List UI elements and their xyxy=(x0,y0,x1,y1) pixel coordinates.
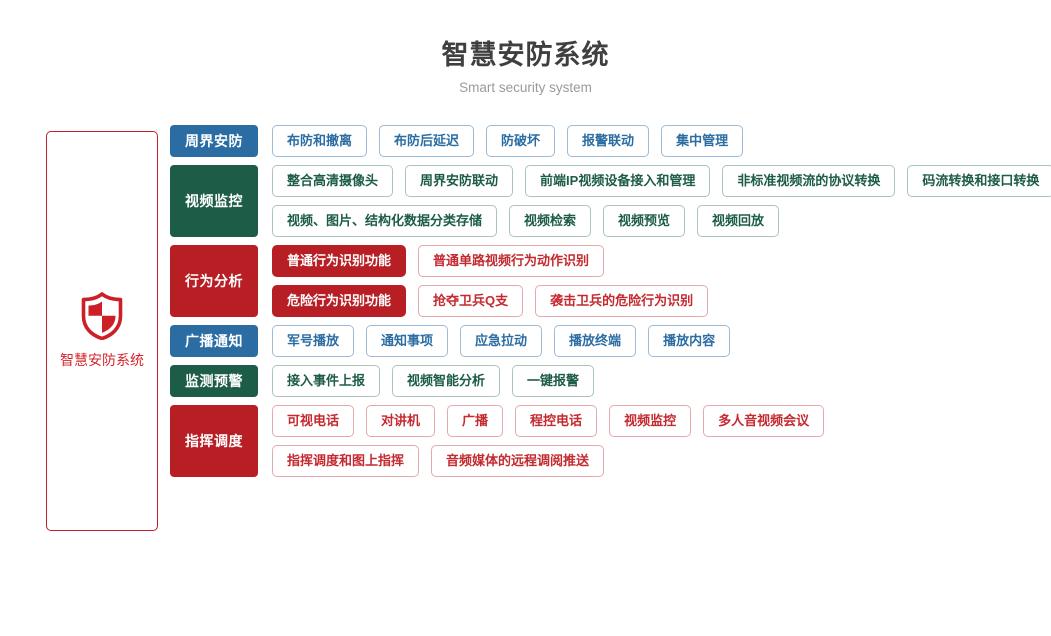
feature-chip[interactable]: 整合高清摄像头 xyxy=(272,165,394,197)
category-group: 行为分析普通行为识别功能普通单路视频行为动作识别危险行为识别功能抢夺卫兵Q支袭击… xyxy=(170,245,1051,317)
category-group: 监测预警接入事件上报视频智能分析一键报警 xyxy=(170,365,1051,397)
feature-chip[interactable]: 普通行为识别功能 xyxy=(272,245,407,277)
feature-chip[interactable]: 播放内容 xyxy=(648,325,731,357)
category-group: 广播通知军号播放通知事项应急拉动播放终端播放内容 xyxy=(170,325,1051,357)
feature-chip[interactable]: 非标准视频流的协议转换 xyxy=(722,165,896,197)
feature-chip[interactable]: 视频、图片、结构化数据分类存储 xyxy=(272,205,498,237)
feature-chip[interactable]: 周界安防联动 xyxy=(405,165,514,197)
category-block[interactable]: 指挥调度 xyxy=(170,405,258,477)
category-items: 军号播放通知事项应急拉动播放终端播放内容 xyxy=(258,325,1051,357)
item-row: 接入事件上报视频智能分析一键报警 xyxy=(272,365,1051,397)
category-items: 整合高清摄像头周界安防联动前端IP视频设备接入和管理非标准视频流的协议转换码流转… xyxy=(258,165,1051,237)
feature-chip[interactable]: 通知事项 xyxy=(366,325,449,357)
feature-chip[interactable]: 程控电话 xyxy=(515,405,598,437)
feature-chip[interactable]: 一键报警 xyxy=(512,365,595,397)
feature-chip[interactable]: 视频预览 xyxy=(603,205,686,237)
category-group: 周界安防布防和撤离布防后延迟防破坏报警联动集中管理 xyxy=(170,125,1051,157)
category-block[interactable]: 广播通知 xyxy=(170,325,258,357)
feature-chip[interactable]: 军号播放 xyxy=(272,325,355,357)
page-title: 智慧安防系统 xyxy=(441,40,610,70)
category-items: 可视电话对讲机广播程控电话视频监控多人音视频会议指挥调度和图上指挥音频媒体的远程… xyxy=(258,405,1051,477)
feature-chip[interactable]: 播放终端 xyxy=(554,325,637,357)
category-items: 布防和撤离布防后延迟防破坏报警联动集中管理 xyxy=(258,125,1051,157)
feature-chip[interactable]: 可视电话 xyxy=(272,405,355,437)
item-row: 危险行为识别功能抢夺卫兵Q支袭击卫兵的危险行为识别 xyxy=(272,285,1051,317)
category-group: 视频监控整合高清摄像头周界安防联动前端IP视频设备接入和管理非标准视频流的协议转… xyxy=(170,165,1051,237)
feature-chip[interactable]: 广播 xyxy=(447,405,504,437)
shield-icon xyxy=(80,292,124,341)
feature-chip[interactable]: 视频监控 xyxy=(609,405,692,437)
feature-chip[interactable]: 接入事件上报 xyxy=(272,365,381,397)
feature-chip[interactable]: 视频回放 xyxy=(697,205,780,237)
category-list: 周界安防布防和撤离布防后延迟防破坏报警联动集中管理视频监控整合高清摄像头周界安防… xyxy=(170,125,1051,485)
feature-chip[interactable]: 码流转换和接口转换 xyxy=(907,165,1051,197)
category-items: 普通行为识别功能普通单路视频行为动作识别危险行为识别功能抢夺卫兵Q支袭击卫兵的危… xyxy=(258,245,1051,317)
feature-chip[interactable]: 集中管理 xyxy=(661,125,744,157)
feature-chip[interactable]: 防破坏 xyxy=(486,125,556,157)
feature-chip[interactable]: 应急拉动 xyxy=(460,325,543,357)
category-items: 接入事件上报视频智能分析一键报警 xyxy=(258,365,1051,397)
category-block[interactable]: 监测预警 xyxy=(170,365,258,397)
feature-chip[interactable]: 报警联动 xyxy=(567,125,650,157)
feature-chip[interactable]: 音频媒体的远程调阅推送 xyxy=(431,445,605,477)
feature-chip[interactable]: 前端IP视频设备接入和管理 xyxy=(525,165,711,197)
category-group: 指挥调度可视电话对讲机广播程控电话视频监控多人音视频会议指挥调度和图上指挥音频媒… xyxy=(170,405,1051,477)
root-node-panel[interactable]: 智慧安防系统 xyxy=(46,131,158,531)
item-row: 整合高清摄像头周界安防联动前端IP视频设备接入和管理非标准视频流的协议转换码流转… xyxy=(272,165,1051,197)
feature-chip[interactable]: 抢夺卫兵Q支 xyxy=(418,285,524,317)
item-row: 军号播放通知事项应急拉动播放终端播放内容 xyxy=(272,325,1051,357)
feature-chip[interactable]: 多人音视频会议 xyxy=(703,405,825,437)
feature-chip[interactable]: 普通单路视频行为动作识别 xyxy=(418,245,605,277)
item-row: 布防和撤离布防后延迟防破坏报警联动集中管理 xyxy=(272,125,1051,157)
feature-chip[interactable]: 危险行为识别功能 xyxy=(272,285,407,317)
page-subtitle: Smart security system xyxy=(459,80,592,95)
page-header: 智慧安防系统 Smart security system xyxy=(0,0,1051,97)
item-row: 可视电话对讲机广播程控电话视频监控多人音视频会议 xyxy=(272,405,1051,437)
category-block[interactable]: 周界安防 xyxy=(170,125,258,157)
item-row: 普通行为识别功能普通单路视频行为动作识别 xyxy=(272,245,1051,277)
feature-chip[interactable]: 布防后延迟 xyxy=(379,125,475,157)
feature-chip[interactable]: 袭击卫兵的危险行为识别 xyxy=(535,285,709,317)
item-row: 视频、图片、结构化数据分类存储视频检索视频预览视频回放 xyxy=(272,205,1051,237)
root-node-label: 智慧安防系统 xyxy=(60,352,144,368)
feature-chip[interactable]: 视频智能分析 xyxy=(392,365,501,397)
feature-chip[interactable]: 视频检索 xyxy=(509,205,592,237)
feature-chip[interactable]: 对讲机 xyxy=(366,405,436,437)
item-row: 指挥调度和图上指挥音频媒体的远程调阅推送 xyxy=(272,445,1051,477)
category-block[interactable]: 视频监控 xyxy=(170,165,258,237)
feature-chip[interactable]: 指挥调度和图上指挥 xyxy=(272,445,420,477)
feature-chip[interactable]: 布防和撤离 xyxy=(272,125,368,157)
category-block[interactable]: 行为分析 xyxy=(170,245,258,317)
